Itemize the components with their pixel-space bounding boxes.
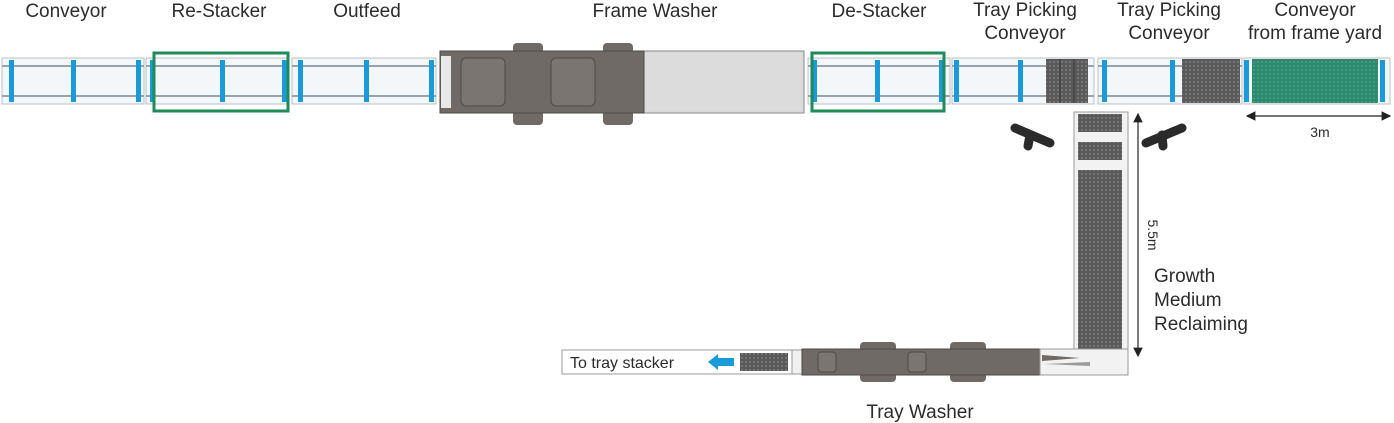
dimension-5-5m: 5.5m [1133, 112, 1161, 358]
label-restacker: Re-Stacker [171, 1, 267, 22]
label-growth-line2: Medium [1154, 290, 1222, 311]
label-frame-washer: Frame Washer [593, 1, 719, 22]
flow-arrow-left-icon [708, 354, 734, 370]
to-tray-stacker-conveyor [561, 349, 803, 375]
robot-picker-left [1010, 123, 1055, 151]
label-tray-picking-2-line2: Conveyor [1128, 23, 1210, 44]
labels: Conveyor Re-Stacker Outfeed Frame Washer… [25, 0, 1382, 423]
tray-picking-conveyor-2 [1097, 57, 1243, 105]
label-from-yard-line1: Conveyor [1274, 0, 1356, 21]
label-growth-line1: Growth [1154, 266, 1215, 287]
label-tray-picking-2-line1: Tray Picking [1117, 0, 1221, 21]
label-tray-picking-1-line2: Conveyor [984, 23, 1066, 44]
tray-picking-conveyor-1 [951, 57, 1095, 105]
label-growth-line3: Reclaiming [1154, 314, 1248, 335]
label-conveyor: Conveyor [25, 1, 107, 22]
tray-washer [801, 342, 1129, 382]
label-from-yard-line2: from frame yard [1248, 23, 1382, 44]
frame-washer [439, 43, 805, 125]
conveyor-from-frame-yard [1243, 57, 1391, 105]
outfeed [291, 57, 437, 105]
restacker [145, 51, 290, 113]
dimension-3m: 3m [1245, 111, 1392, 140]
dimension-3m-label: 3m [1310, 124, 1329, 140]
label-destacker: De-Stacker [831, 1, 927, 22]
label-tray-washer: Tray Washer [866, 402, 974, 423]
conveyor-left [1, 57, 145, 105]
label-to-tray-stacker: To tray stacker [570, 355, 675, 372]
label-outfeed: Outfeed [333, 1, 401, 22]
dimension-5-5m-label: 5.5m [1145, 219, 1161, 250]
robot-picker-right [1141, 123, 1187, 151]
growth-medium-reclaiming-conveyor [1073, 111, 1129, 375]
destacker [807, 51, 951, 113]
label-tray-picking-1-line1: Tray Picking [973, 0, 1077, 21]
